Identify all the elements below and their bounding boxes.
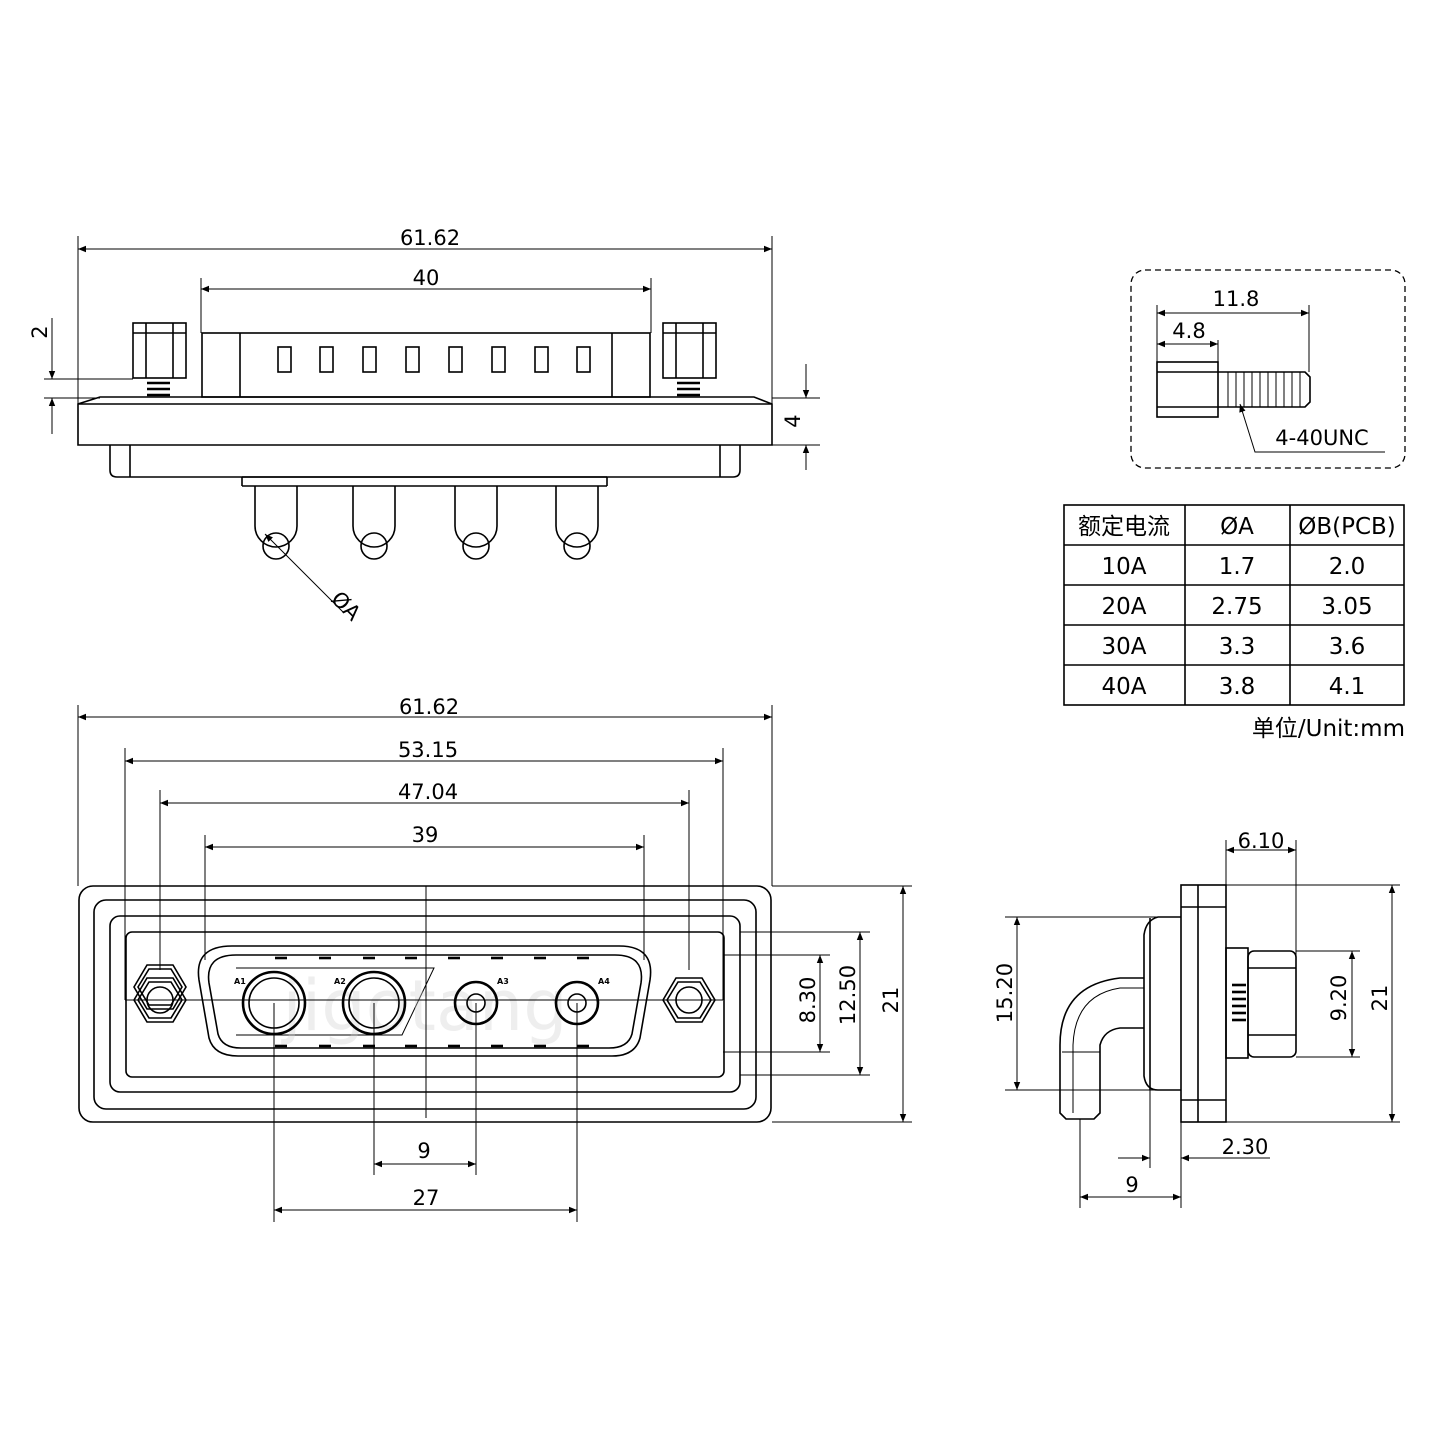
shell-body xyxy=(201,332,651,398)
table-header-hole-a: ØA xyxy=(1220,514,1254,540)
dim-side-overall-height: 21 xyxy=(1368,985,1392,1012)
dim-screw-offset: 2 xyxy=(28,325,52,338)
dim-height-shell: 12.50 xyxy=(836,965,860,1025)
dim-inner-shell-width: 39 xyxy=(412,823,439,847)
side-flange xyxy=(1180,884,1227,1123)
dim-body-height: 15.20 xyxy=(993,963,1017,1023)
dim-height-inner: 8.30 xyxy=(796,977,820,1024)
table-header-hole-b: ØB(PCB) xyxy=(1298,514,1396,540)
table-cell: 40A xyxy=(1101,674,1146,700)
pin-label: A4 xyxy=(598,977,610,986)
table-cell: 20A xyxy=(1101,594,1146,620)
shell-ticks xyxy=(275,956,589,1048)
dim-mount-hole-spacing: 53.15 xyxy=(398,738,458,762)
detail-frame xyxy=(1130,269,1406,469)
table-cell: 30A xyxy=(1101,634,1146,660)
screw-head xyxy=(1156,361,1219,418)
thread-spec: 4-40UNC xyxy=(1275,426,1368,450)
table-cell: 10A xyxy=(1101,554,1146,580)
table-cell: 3.3 xyxy=(1219,634,1256,660)
table-cell: 4.1 xyxy=(1329,674,1366,700)
dim-screw-height: 9.20 xyxy=(1327,975,1351,1022)
hex-screw-left xyxy=(132,322,187,397)
d-shell-inner xyxy=(207,954,643,1049)
contact-windows xyxy=(277,346,591,373)
dim-pin-offset: 9 xyxy=(1125,1173,1138,1197)
table-header-current: 额定电流 xyxy=(1078,514,1170,540)
solder-cup-3 xyxy=(454,486,498,560)
solder-cup-4 xyxy=(555,486,599,560)
solder-cup-1 xyxy=(254,486,298,560)
dim-front-overall-width: 61.62 xyxy=(399,695,459,719)
flange-outer xyxy=(78,885,772,1123)
table-cell: 3.6 xyxy=(1329,634,1366,660)
side-hex-screw xyxy=(1247,950,1297,1058)
pin-label: A1 xyxy=(234,977,246,986)
table-cell: 3.05 xyxy=(1321,594,1372,620)
table-cell: 2.0 xyxy=(1329,554,1366,580)
dim-screw-length: 11.8 xyxy=(1213,287,1260,311)
solder-cup-2 xyxy=(352,486,396,560)
dim-flange-height: 4 xyxy=(781,414,805,427)
table-cell: 3.8 xyxy=(1219,674,1256,700)
front-view: 61.62 53.15 47.04 39 jigotang xyxy=(77,695,912,1222)
dim-outer-shell-width: 47.04 xyxy=(398,780,458,804)
dim-height-overall: 21 xyxy=(879,987,903,1014)
insulator-body xyxy=(109,445,741,478)
table-cell: 2.75 xyxy=(1211,594,1262,620)
pin-label: A2 xyxy=(334,977,346,986)
side-view: 6.10 15.20 9.20 21 2.30 9 xyxy=(993,829,1400,1208)
dim-shell-width: 40 xyxy=(413,266,440,290)
table-cell: 1.7 xyxy=(1219,554,1256,580)
dim-pin-span: 27 xyxy=(413,1186,440,1210)
top-view: 61.62 40 xyxy=(28,226,820,626)
screw-thread xyxy=(1218,371,1311,408)
current-table: 额定电流 ØA ØB(PCB) 10A 1.7 2.0 20A 2.75 3.0… xyxy=(1063,504,1405,742)
dim-flange-thickness: 2.30 xyxy=(1222,1135,1269,1159)
dim-screw-depth: 6.10 xyxy=(1238,829,1285,853)
hex-screw-right xyxy=(662,322,717,397)
side-body xyxy=(1143,916,1181,1091)
dim-overall-width: 61.62 xyxy=(400,226,460,250)
d-shell-outer xyxy=(197,945,652,1057)
pin-label: A3 xyxy=(497,977,509,986)
hole-callout: ØA xyxy=(326,587,365,626)
thread-lines xyxy=(1227,372,1301,407)
dim-head-length: 4.8 xyxy=(1172,319,1205,343)
screw-detail: 11.8 4.8 4-40UNC xyxy=(1130,269,1406,469)
dim-pin-pitch: 9 xyxy=(417,1139,430,1163)
bent-pin xyxy=(1059,977,1144,1120)
watermark: jigotang xyxy=(280,965,567,1047)
unit-note: 单位/Unit:mm xyxy=(1252,716,1405,742)
